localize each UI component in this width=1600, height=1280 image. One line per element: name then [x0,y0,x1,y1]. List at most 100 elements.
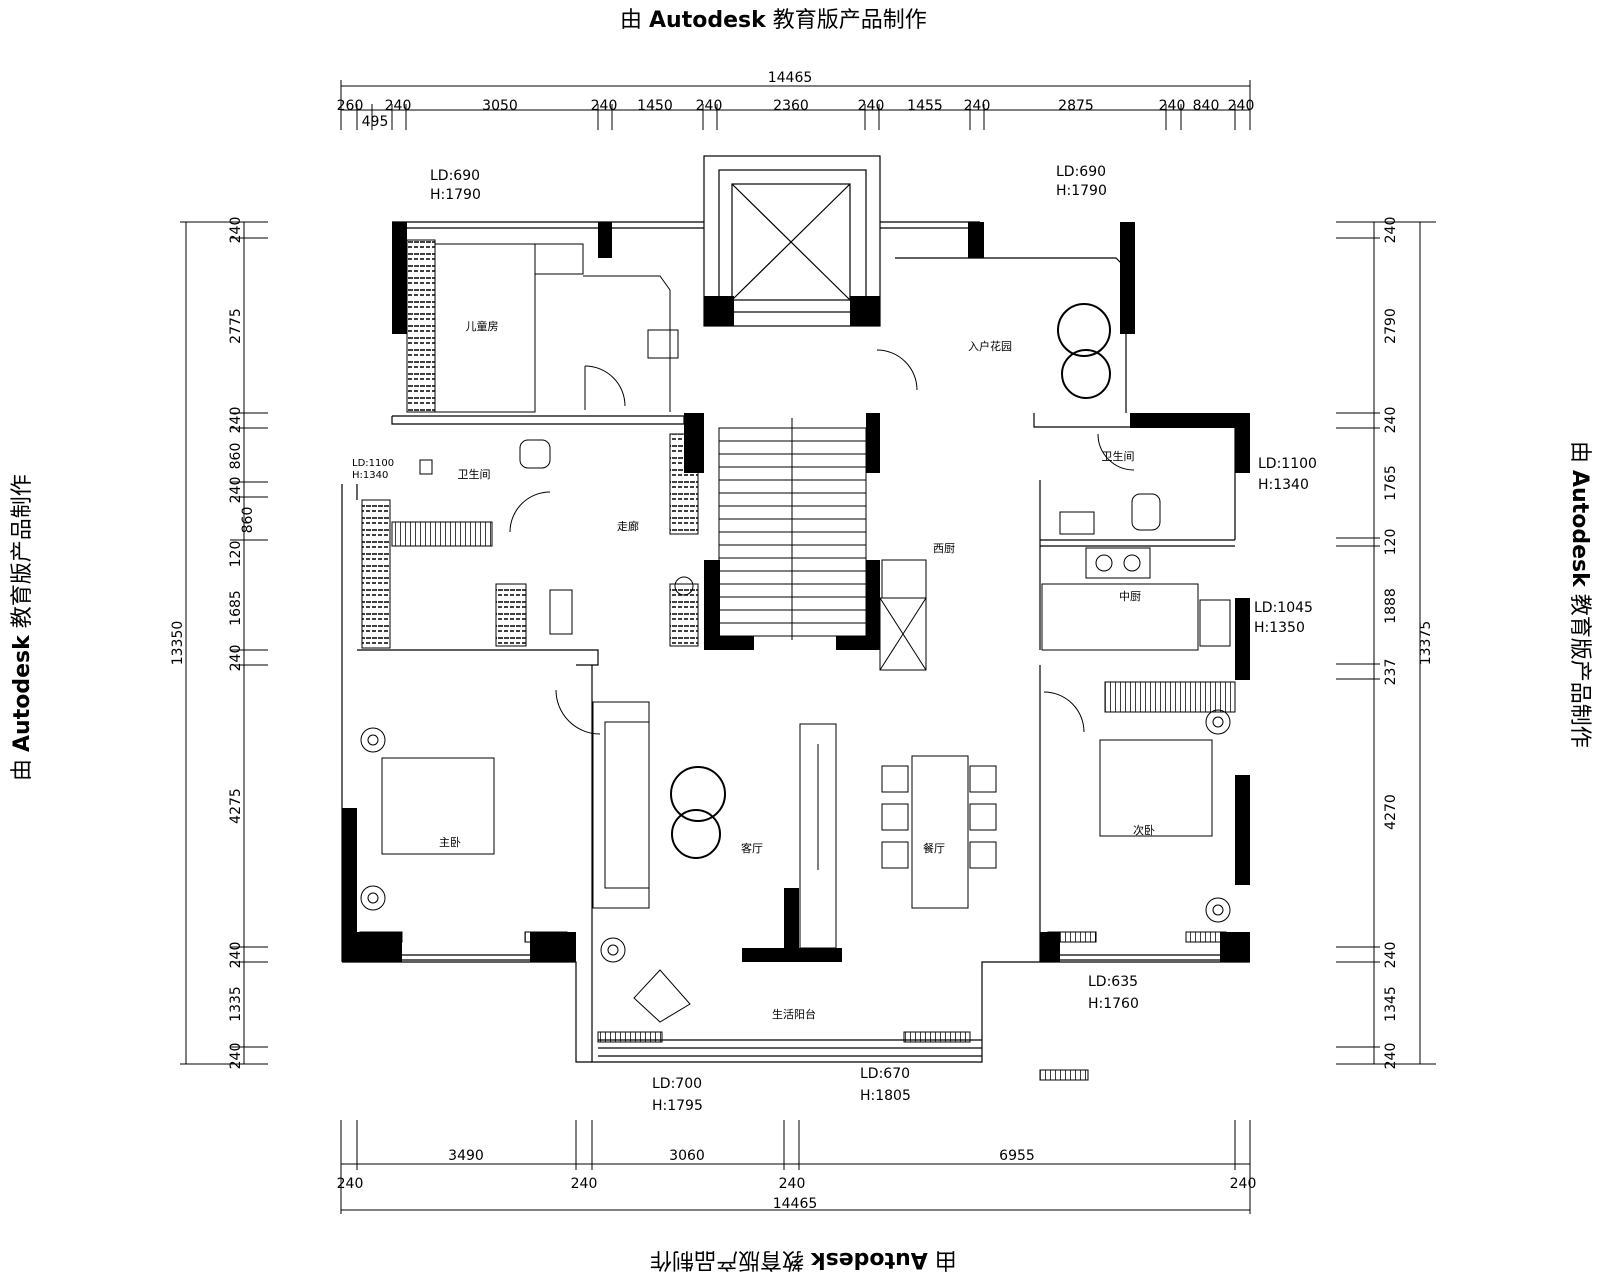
room-balcony: 生活阳台 [772,1007,816,1021]
room-entry-garden: 入户花园 [968,339,1012,353]
left-bath-window-ld: LD:1100 [352,458,394,469]
right-dim-2790: 2790 [1383,308,1399,344]
room-dining: 餐厅 [923,841,945,855]
right-total-dim: 13375 [1418,621,1434,666]
left-dim-1685: 1685 [228,590,244,626]
room-chinese-kitchen: 中厨 [1119,590,1141,603]
watermark-prefix: 由 [620,8,643,33]
room-master-bedroom: 主卧 [439,836,461,849]
right-bath-window-ld: LD:1100 [1258,456,1317,472]
kids-window-ld: LD:690 [430,168,480,184]
bottom-dim-240-b: 240 [571,1176,598,1192]
plant-icons [670,303,1111,859]
left-dimension-labels: 13350 240 2775 240 860 240 120 1685 240 … [170,217,256,1070]
top-dim-1455: 1455 [907,98,943,114]
top-dim-240-d: 240 [858,98,885,114]
left-dim-860: 860 [228,443,244,470]
bottom-dim-240-c: 240 [779,1176,806,1192]
top-dimension-labels: 14465 260 240 3050 240 1450 240 2360 240… [337,70,1255,130]
right-dim-240-a: 240 [1383,217,1399,244]
right-dim-1888: 1888 [1383,588,1399,624]
bottom-dimension-labels: 3490 3060 6955 240 240 240 240 14465 [337,1148,1257,1212]
top-dim-240-e: 240 [964,98,991,114]
watermark-brand: Autodesk [649,8,766,33]
right-bath-window-h: H:1340 [1258,477,1309,493]
kitchen-window-ld: LD:1045 [1254,600,1313,616]
right-dim-240-d: 240 [1383,1043,1399,1070]
room-labels: 儿童房 卫生间 走廊 入户花园 卫生间 西厨 中厨 主卧 客厅 餐厅 次卧 生活… [439,319,1155,1021]
left-bath-window-h: H:1340 [352,470,388,481]
room-bath-left: 卫生间 [458,467,491,481]
top-dim-1450: 1450 [637,98,673,114]
top-dim-3050: 3050 [482,98,518,114]
room-living: 客厅 [741,841,763,855]
right-dim-1765: 1765 [1383,465,1399,501]
left-dim-240-b: 240 [228,407,244,434]
top-dimension-lines [340,80,1251,130]
right-dim-237: 237 [1383,659,1399,686]
watermark-top: 由 Autodesk 教育版产品制作 [620,2,927,34]
room-kids: 儿童房 [466,319,499,333]
left-dim-2775: 2775 [228,308,244,344]
bottom-dim-3060: 3060 [669,1148,705,1164]
bottom-dim-6955: 6955 [999,1148,1035,1164]
left-dim-240-d: 240 [228,645,244,672]
left-dim-240-e: 240 [228,942,244,969]
top-total-dim: 14465 [768,70,813,86]
garden-window-h: H:1790 [1056,183,1107,199]
wardrobes [361,239,1236,713]
watermark-suffix: 教育版产品制作 [772,8,927,33]
top-dim-240-a: 240 [385,98,412,114]
right-dimension-labels: 13375 240 2790 240 1765 120 1888 237 427… [1383,217,1434,1070]
radiators [359,931,1227,1081]
top-dim-240-c: 240 [696,98,723,114]
left-dim-240-c: 240 [228,477,244,504]
bottom-dim-3490: 3490 [448,1148,484,1164]
bottom-dim-240-a: 240 [337,1176,364,1192]
top-dim-260: 260 [337,98,364,114]
top-dim-2360: 2360 [773,98,809,114]
left-dim-1335: 1335 [228,986,244,1022]
balcony-right-window-h: H:1805 [860,1088,911,1104]
top-dim-240-g: 240 [1228,98,1255,114]
balcony-left-window-h: H:1795 [652,1098,703,1114]
top-dim-2875: 2875 [1058,98,1094,114]
left-dimension-lines [180,221,268,1065]
right-dim-240-c: 240 [1383,942,1399,969]
room-bath-right: 卫生间 [1102,449,1135,463]
window-notes-small: LD:1100 H:1340 [352,458,394,481]
staircase [718,418,867,640]
second-bedroom-window-h: H:1760 [1088,996,1139,1012]
balcony-left-window-ld: LD:700 [652,1076,702,1092]
room-second-bedroom: 次卧 [1133,823,1155,837]
top-dim-495: 495 [362,114,389,130]
fixtures [360,243,1231,1023]
right-dimension-lines [1336,221,1436,1065]
kids-window-h: H:1790 [430,187,481,203]
room-western-kitchen: 西厨 [933,542,955,555]
right-dim-4270: 4270 [1383,794,1399,830]
bottom-dimension-lines [340,1120,1251,1214]
left-dim-120: 120 [228,541,244,568]
solid-walls [342,222,1250,962]
top-dim-240-b: 240 [591,98,618,114]
room-corridor: 走廊 [617,519,639,533]
left-dim-240-f: 240 [228,1043,244,1070]
top-dim-240-f: 240 [1159,98,1186,114]
left-total-dim: 13350 [170,621,186,666]
left-dim-860-inner: 860 [240,507,256,534]
second-bedroom-window-ld: LD:635 [1088,974,1138,990]
window-notes: LD:690 H:1790 LD:690 H:1790 LD:1100 H:13… [430,164,1317,1114]
left-dim-240-a: 240 [228,217,244,244]
left-dim-4275: 4275 [228,788,244,824]
garden-window-ld: LD:690 [1056,164,1106,180]
bottom-dim-240-d: 240 [1230,1176,1257,1192]
right-dim-120: 120 [1383,529,1399,556]
bottom-total-dim: 14465 [773,1196,818,1212]
right-dim-240-b: 240 [1383,407,1399,434]
kitchen-window-h: H:1350 [1254,620,1305,636]
right-dim-1345: 1345 [1383,986,1399,1022]
balcony-right-window-ld: LD:670 [860,1066,910,1082]
top-dim-840: 840 [1193,98,1220,114]
